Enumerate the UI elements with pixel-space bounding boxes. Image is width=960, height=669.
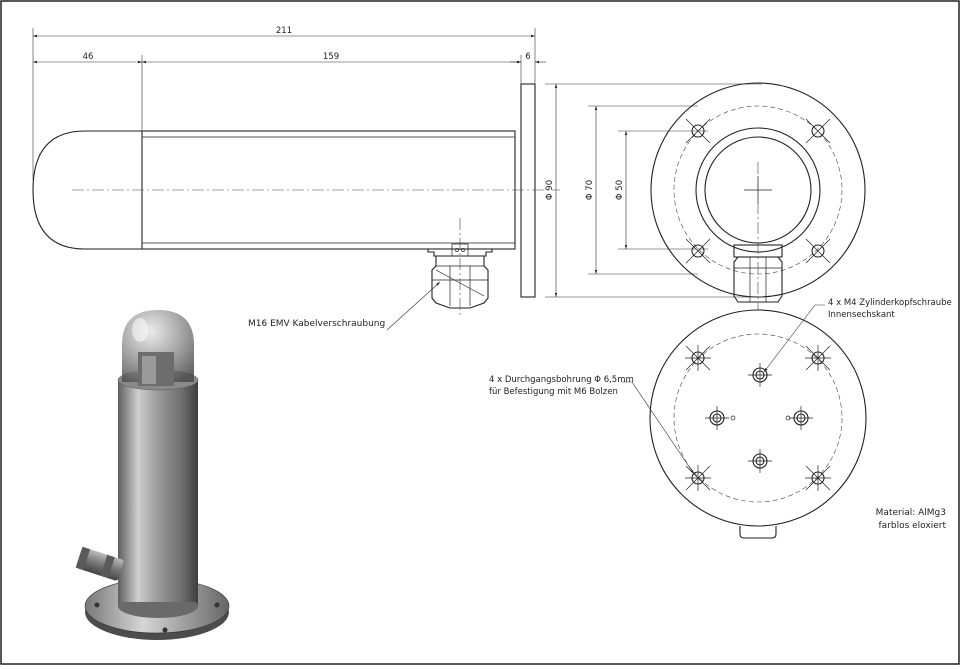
dim-dome-length: 46 <box>83 52 94 62</box>
material-label-line2: farblos eloxiert <box>878 521 946 531</box>
cable-gland-front <box>733 256 783 303</box>
flange-side <box>520 83 536 298</box>
dim-dia-50: Φ 50 <box>615 180 625 200</box>
diameter-dimensions: Φ 90 Φ 70 Φ 50 <box>545 83 762 298</box>
side-view: M16 EMV Kabelverschraubung <box>32 83 560 331</box>
cable-gland-label: M16 EMV Kabelverschraubung <box>248 319 385 329</box>
dim-dia-70: Φ 70 <box>585 180 595 200</box>
top-dimensions: 211 46 159 6 <box>32 26 546 180</box>
screws-label-line2: Innensechskant <box>828 310 895 320</box>
rear-gland-stub <box>739 526 777 539</box>
mounting-holes-rear <box>685 345 831 491</box>
holes-label-line1: 4 x Durchgangsbohrung Φ 6,5mm <box>489 375 634 385</box>
m4-screws <box>705 363 813 473</box>
product-3d-render <box>75 310 230 640</box>
dim-dia-90: Φ 90 <box>545 180 555 200</box>
screws-label-line1: 4 x M4 Zylinderkopfschraube <box>828 298 952 308</box>
front-view <box>650 82 866 310</box>
material-label-line1: Material: AlMg3 <box>876 508 946 518</box>
holes-label-line2: für Befestigung mit M6 Bolzen <box>489 387 618 397</box>
dim-overall-length: 211 <box>276 26 292 36</box>
rear-view: 4 x M4 Zylinderkopfschraube Innensechska… <box>489 298 952 539</box>
flange-rear-outline <box>649 309 867 527</box>
dim-tube-length: 159 <box>323 52 339 62</box>
dim-flange-thickness: 6 <box>525 52 530 62</box>
mounting-holes-front <box>685 118 831 264</box>
dome-outline <box>32 130 142 250</box>
